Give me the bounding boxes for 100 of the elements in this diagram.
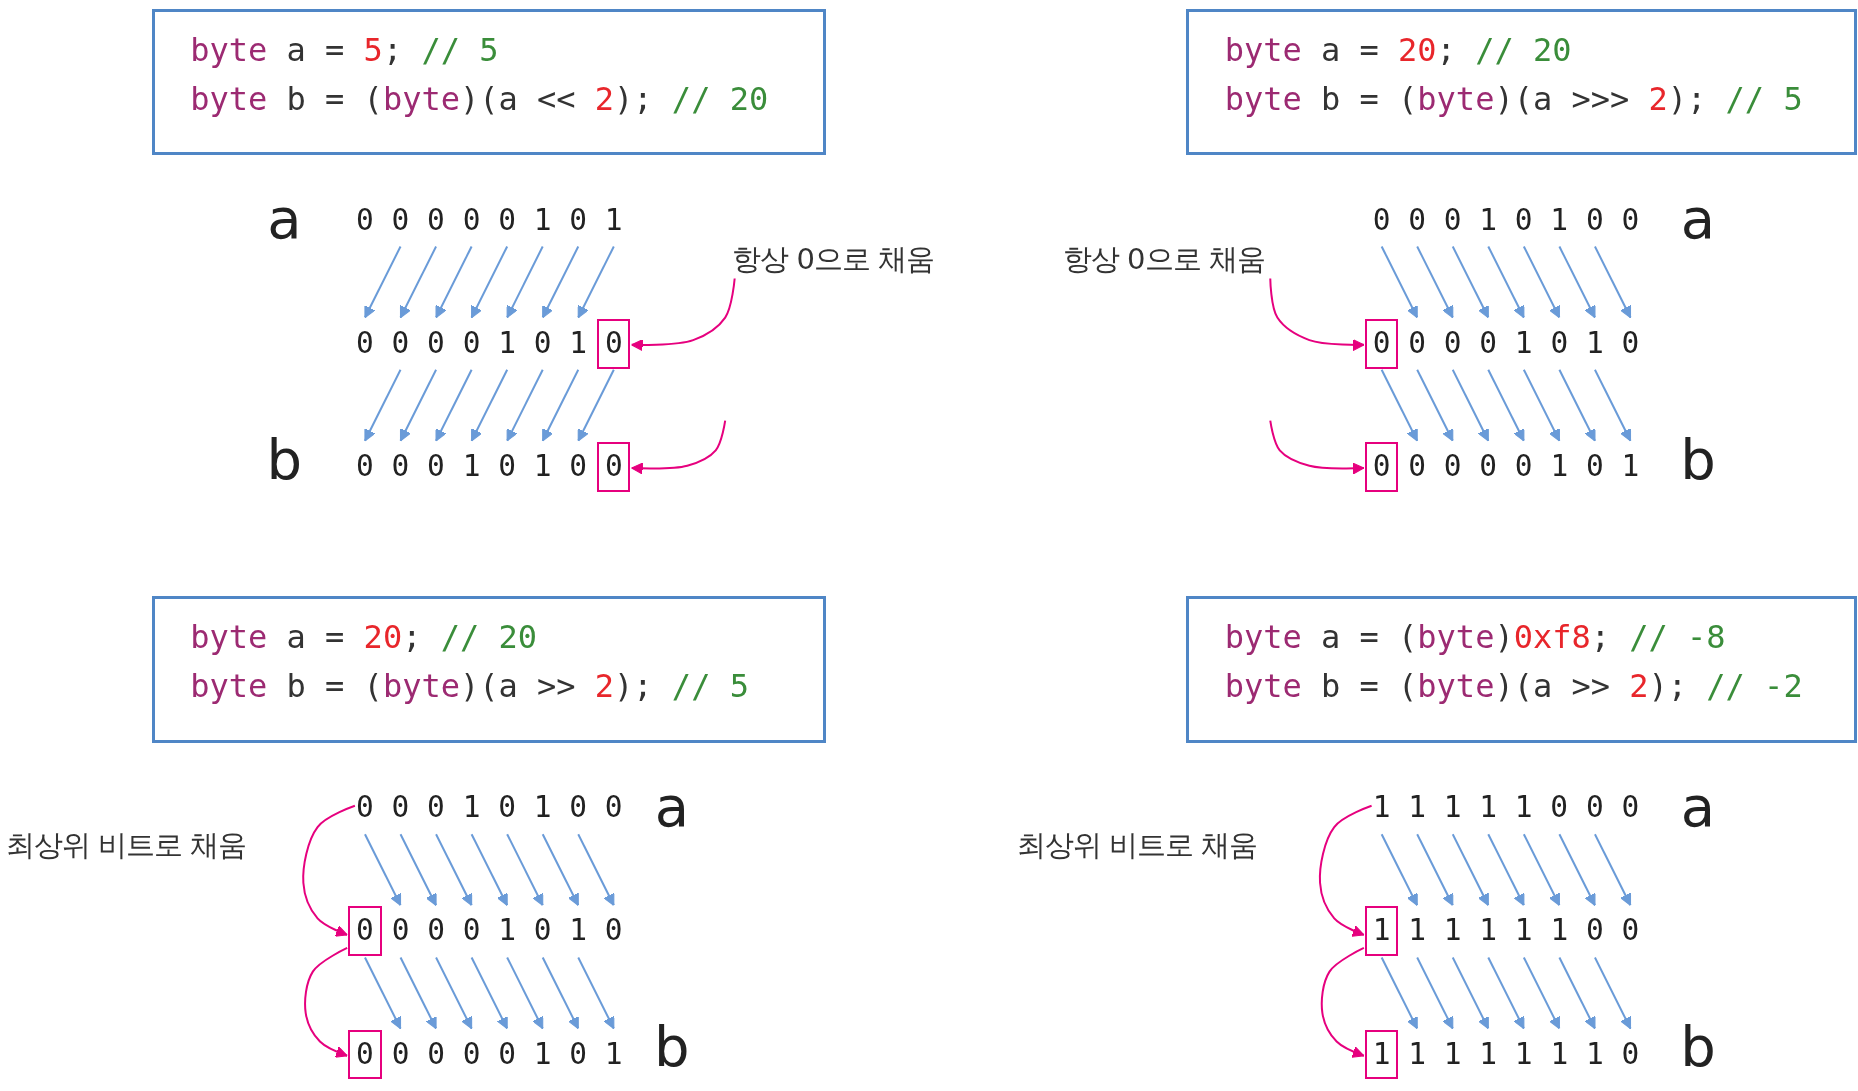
bit-row: 1 1 1 1 1 0 0: [1408, 906, 1640, 957]
curved-arrow: [304, 946, 349, 1058]
arrow: [1451, 368, 1490, 442]
arrow: [1380, 368, 1419, 442]
variable-label: a: [267, 191, 302, 248]
code-line: byte b = (byte)(a >> 2); // -2: [1224, 665, 1803, 707]
variable-label: b: [266, 431, 303, 488]
arrow: [1380, 833, 1419, 907]
highlighted-bit: 0: [348, 906, 382, 957]
note-text: 최상위 비트로 채움: [1016, 827, 1258, 864]
note-text: 항상 0으로 채움: [732, 240, 935, 278]
curved-arrow: [1269, 419, 1365, 475]
arrow: [399, 368, 438, 442]
arrow: [577, 956, 615, 1030]
code-box: [151, 596, 826, 743]
highlighted-bit: 0: [597, 442, 631, 492]
arrow: [1558, 245, 1596, 319]
arrow: [470, 833, 509, 907]
variable-label: a: [1680, 778, 1716, 835]
arrow: [1487, 956, 1525, 1030]
arrow: [435, 368, 473, 442]
variable-label: b: [1680, 431, 1716, 488]
bit-row: 0 0 0 0 1 0 1: [1408, 442, 1640, 492]
bit-row: 0 0 0 0 0 1 0 1: [356, 195, 623, 246]
curved-arrow: [302, 804, 356, 937]
arrow: [1451, 245, 1490, 319]
arrow: [1416, 833, 1454, 907]
arrow: [1416, 245, 1454, 319]
note-text: 최상위 비트로 채움: [5, 827, 247, 864]
arrow: [506, 368, 544, 442]
arrow: [1416, 956, 1454, 1030]
variable-label: b: [1680, 1019, 1716, 1076]
curved-arrow: [1269, 277, 1365, 352]
arrow: [1593, 245, 1632, 319]
arrow: [470, 368, 509, 442]
code-line: byte a = 5; // 5: [190, 30, 499, 72]
arrow: [541, 956, 580, 1030]
arrow: [1487, 368, 1525, 442]
arrow: [1416, 368, 1454, 442]
arrow: [577, 833, 615, 907]
arrow: [1451, 956, 1490, 1030]
curved-arrow: [1320, 946, 1365, 1058]
arrow: [1593, 368, 1632, 442]
arrow: [1522, 956, 1561, 1030]
arrow: [435, 245, 473, 319]
arrow: [1451, 833, 1490, 907]
arrow: [577, 368, 615, 442]
highlighted-bit: 1: [1365, 906, 1399, 957]
arrow: [1522, 833, 1561, 907]
arrow: [363, 956, 402, 1030]
arrow: [506, 245, 544, 319]
arrow: [1593, 956, 1632, 1030]
code-box: [1186, 9, 1857, 156]
highlighted-bit: 0: [597, 318, 631, 369]
arrow: [435, 956, 473, 1030]
arrow: [363, 833, 402, 907]
arrow: [1380, 245, 1419, 319]
bit-row: 0 0 0 1 0 1 0: [356, 442, 587, 492]
arrow: [1593, 833, 1632, 907]
code-line: byte a = (byte)0xf8; // -8: [1224, 616, 1726, 658]
arrow: [1558, 833, 1596, 907]
arrow: [470, 956, 509, 1030]
arrow: [1380, 956, 1419, 1030]
highlighted-bit: 0: [1365, 442, 1399, 492]
code-line: byte b = (byte)(a >>> 2); // 5: [1224, 79, 1803, 120]
bit-row: 1 1 1 1 1 0 0 0: [1372, 783, 1640, 833]
arrow: [506, 956, 544, 1030]
bit-row: 1 1 1 1 1 1 0: [1408, 1029, 1640, 1080]
code-line: byte a = 20; // 20: [1224, 30, 1572, 72]
arrow: [577, 245, 615, 319]
arrow: [1487, 833, 1525, 907]
arrow: [363, 245, 402, 319]
arrow: [399, 956, 438, 1030]
arrow: [541, 833, 580, 907]
arrow: [541, 245, 580, 319]
arrow: [541, 368, 580, 442]
arrow: [399, 833, 438, 907]
arrow: [363, 368, 402, 442]
bit-row: 0 0 0 1 0 1 0: [1408, 318, 1640, 369]
bit-row: 0 0 0 0 1 0 1: [391, 1029, 623, 1080]
arrow: [1558, 368, 1596, 442]
bit-row: 0 0 0 0 1 0 1: [356, 318, 587, 369]
code-line: byte b = (byte)(a << 2); // 20: [190, 79, 769, 120]
arrow: [1487, 245, 1525, 319]
bit-row: 0 0 0 1 0 1 0 0: [356, 783, 623, 833]
highlighted-bit: 1: [1365, 1029, 1399, 1080]
variable-label: a: [654, 778, 689, 835]
arrow: [470, 245, 509, 319]
variable-label: b: [654, 1019, 690, 1076]
bit-row: 0 0 0 1 0 1 0: [391, 906, 623, 957]
code-line: byte a = 20; // 20: [190, 616, 537, 658]
code-line: byte b = (byte)(a >> 2); // 5: [190, 665, 749, 707]
arrow: [1522, 368, 1561, 442]
curved-arrow: [1318, 804, 1373, 937]
curved-arrow: [630, 419, 727, 475]
bit-row: 0 0 0 1 0 1 0 0: [1372, 195, 1640, 246]
code-box: [1186, 596, 1857, 743]
variable-label: a: [1680, 191, 1716, 248]
note-text: 항상 0으로 채움: [1062, 240, 1265, 278]
highlighted-bit: 0: [1365, 318, 1399, 369]
